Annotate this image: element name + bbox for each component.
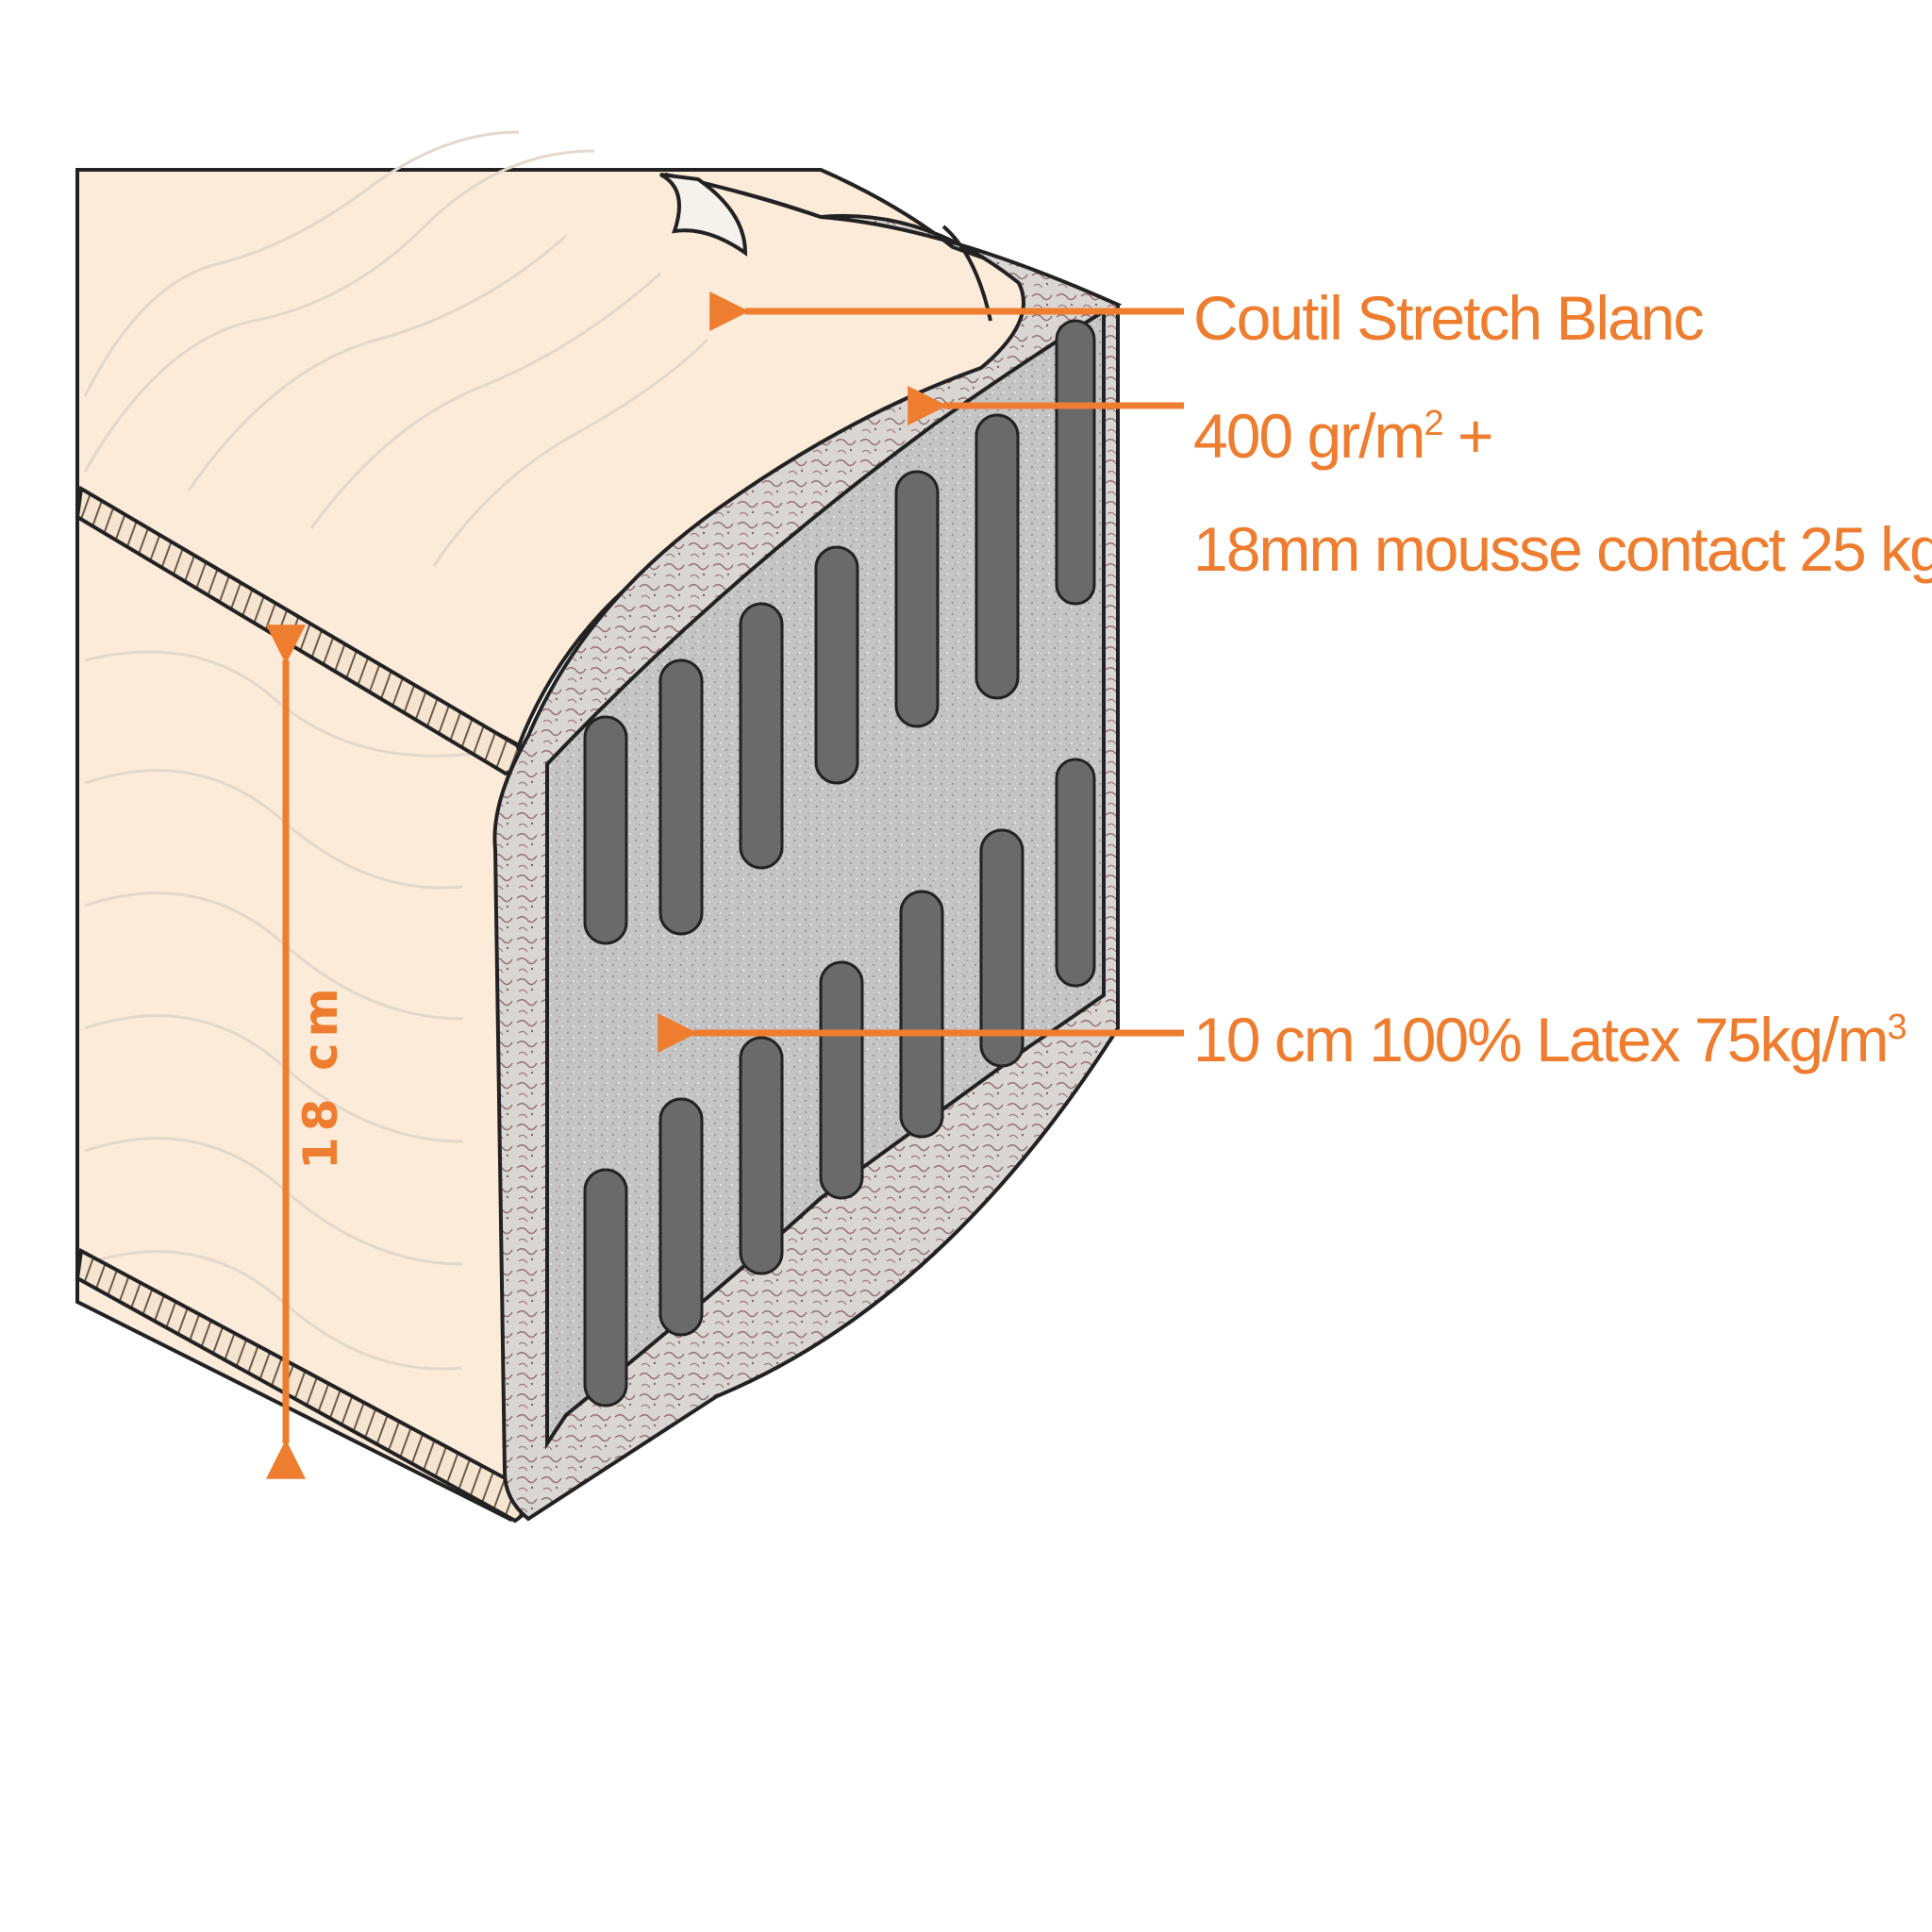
padding-label-line1-plus: +: [1442, 401, 1492, 471]
quilting-pattern-top: [83, 130, 709, 567]
padding-label-line1-text: 400 gr/m: [1193, 401, 1424, 471]
padding-label-line1: 400 gr/m2 +: [1193, 401, 1492, 471]
peeled-fabric-flap-edge: [941, 225, 992, 322]
padding-label-line1-sup: 2: [1424, 404, 1442, 443]
fabric-label: Coutil Stretch Blanc: [1193, 283, 1704, 353]
padding-label-line2-text: 18mm mousse contact 25 kg/m: [1193, 514, 1932, 584]
height-label: 18 cm: [293, 982, 348, 1170]
peeled-fabric-flap: [659, 173, 748, 257]
core-label: 10 cm 100% Latex 75kg/m3: [1193, 1005, 1906, 1074]
core-label-text: 10 cm 100% Latex 75kg/m: [1193, 1005, 1887, 1074]
latex-channels: [583, 319, 1096, 1407]
core-label-sup: 3: [1887, 1008, 1906, 1047]
padding-label-line2: 18mm mousse contact 25 kg/m2: [1193, 514, 1932, 584]
